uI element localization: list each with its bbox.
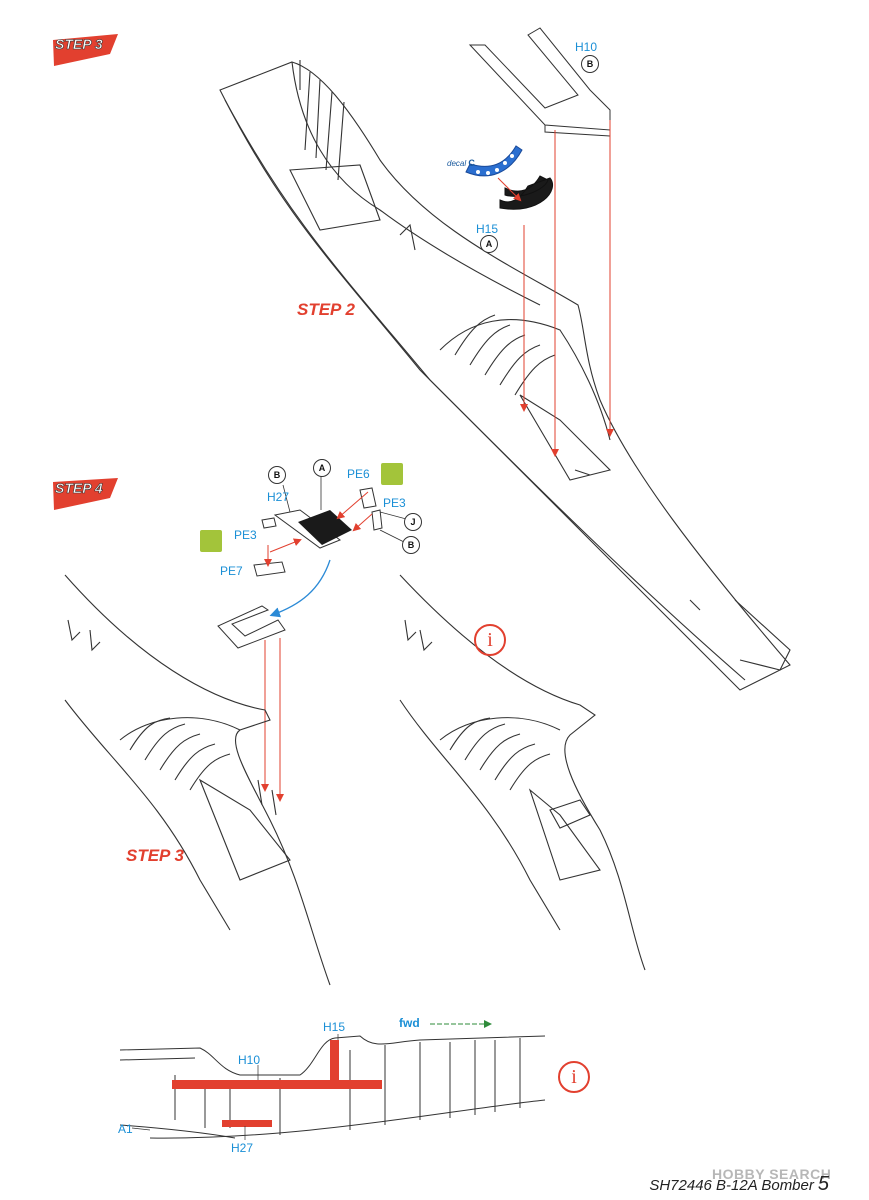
part-pe7-label: PE7 <box>220 564 243 578</box>
page-number: 5 <box>817 1173 829 1195</box>
cross-section-leader-lines <box>131 1034 339 1140</box>
sprue-a-badge-top: A <box>313 459 331 477</box>
part-h27-label: H27 <box>267 490 290 504</box>
cs-h27-label: H27 <box>231 1141 254 1155</box>
result-fuselage-right <box>399 574 646 971</box>
step2-red-arrows <box>497 120 614 457</box>
step4-seat-assembly <box>217 487 383 649</box>
footer-model-text: SH72446 B-12A Bomber <box>649 1177 814 1194</box>
step2-label: STEP 2 <box>297 300 355 319</box>
decal-letter: C <box>468 158 475 168</box>
info-icon-bottom: i <box>558 1061 590 1093</box>
part-pe3-right-label: PE3 <box>383 496 406 510</box>
part-pe3-left-label: PE3 <box>234 528 257 542</box>
fwd-label: fwd <box>399 1016 420 1030</box>
cs-a1-label: A1 <box>118 1122 133 1136</box>
step3-flag-text: STEP 3 <box>55 36 103 53</box>
blue-curve-arrow <box>269 559 331 618</box>
sprue-a-badge: A <box>480 235 498 253</box>
seat-cushion-black <box>298 510 352 545</box>
step3-fuselage-left <box>64 574 331 986</box>
part-h15-label: H15 <box>476 222 499 236</box>
step3-flag-shape <box>53 34 118 66</box>
h15-cushion-part <box>499 175 553 210</box>
cs-h15-label: H15 <box>323 1020 346 1034</box>
sprue-b-badge-h27: B <box>268 466 286 484</box>
hobby-search-watermark: HOBBY SEARCH <box>712 1166 832 1182</box>
part-pe6-label: PE6 <box>347 467 370 481</box>
pe-fold-icon <box>381 463 403 485</box>
cs-h10-label: H10 <box>238 1053 261 1067</box>
step4-flag-shape <box>53 478 118 510</box>
step4-leader-lines <box>282 475 411 546</box>
cross-section-red-parts <box>172 1040 382 1127</box>
sprue-j-badge: J <box>404 513 422 531</box>
decal-prefix: decal <box>447 159 467 168</box>
part-h10-label: H10 <box>575 40 598 54</box>
sprue-b-badge-right: B <box>402 536 420 554</box>
sprue-b-badge: B <box>581 55 599 73</box>
step4-flag: STEP 4 <box>50 478 120 512</box>
step2-fuselage-drawing <box>219 60 791 691</box>
step3-label: STEP 3 <box>126 846 184 865</box>
info-icon-mid: i <box>474 624 506 656</box>
step4-arrows <box>261 491 373 802</box>
cross-section-drawing <box>119 1035 546 1139</box>
pe-fold-icon-left <box>200 530 222 552</box>
decal-c-shape <box>465 145 523 177</box>
step3-flag: STEP 3 <box>50 34 120 68</box>
step4-flag-text: STEP 4 <box>55 480 103 497</box>
h10-frame-part <box>468 27 611 137</box>
decal-dots <box>476 154 514 175</box>
decal-label: decal C <box>447 158 475 168</box>
